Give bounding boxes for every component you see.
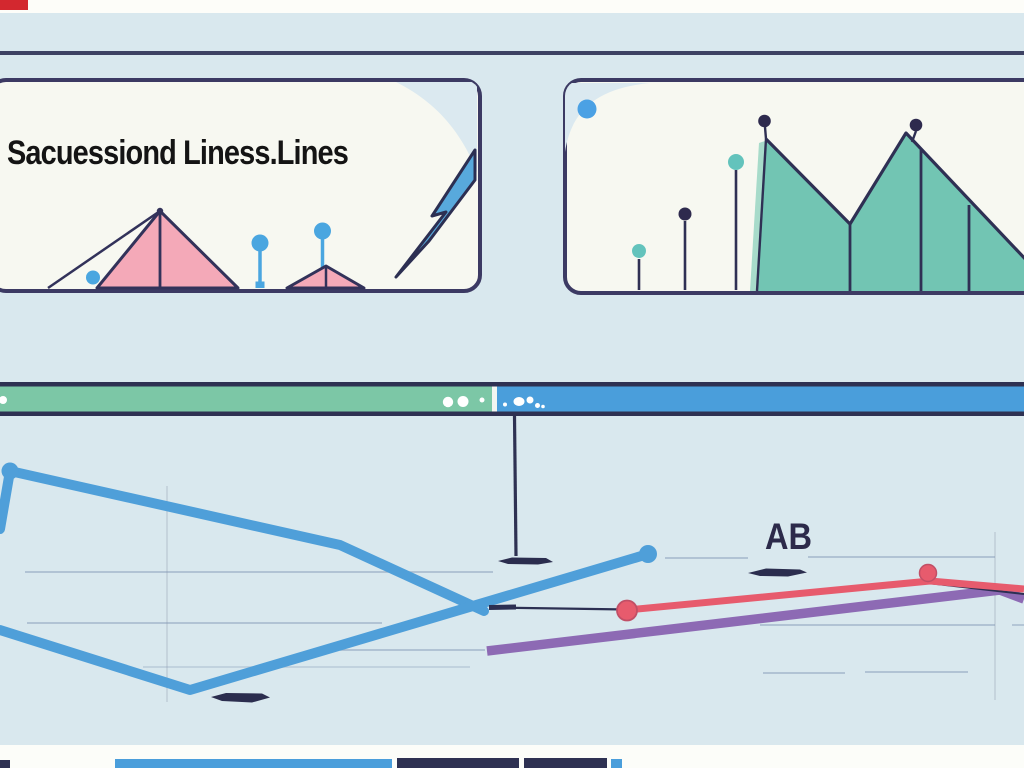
peak-dot-stem: [763, 126, 768, 140]
left-panel-corner-wedge: [396, 82, 477, 172]
teal-lollipop-dot: [728, 154, 744, 170]
red-series-dot: [616, 599, 638, 622]
bar-dot: [526, 396, 534, 404]
lollipop-dot: [251, 234, 269, 252]
red-series-dot: [918, 563, 938, 583]
blue-series-dot: [1, 462, 19, 480]
bar-dot: [442, 396, 454, 408]
bottom-bar-segment: [115, 759, 392, 768]
bottom-bar-segment: [397, 758, 519, 768]
bottom-bar-segment: [524, 758, 607, 768]
thin-outline-triangle-edge: [47, 209, 161, 290]
bar-drop-line: [512, 415, 518, 557]
bar-dot: [503, 402, 507, 407]
bar-dot: [479, 397, 485, 403]
bottom-bars: [0, 758, 622, 768]
red-accent-bar: [0, 0, 28, 10]
large-pink-triangle: [95, 209, 240, 290]
bar-dot: [541, 404, 545, 409]
progress-top-border: [0, 382, 1024, 387]
dropline-dash-marker: [498, 557, 553, 565]
area-outline: [764, 131, 1024, 266]
bottom-bar-segment: [611, 759, 622, 768]
blue-series-dot: [639, 545, 657, 563]
progress-bar: [0, 382, 1024, 416]
small-blue-dot: [86, 270, 100, 285]
area-left-edge-line: [755, 138, 768, 292]
triangle-apex-dot: [156, 207, 164, 215]
peak-navy-dot: [909, 118, 923, 132]
bar-dot: [513, 397, 525, 406]
navy-lollipop-dot: [678, 207, 692, 221]
top-white-band: [0, 0, 1024, 13]
top-horizontal-rule: [0, 51, 1024, 55]
thin-navy-line-cap: [488, 604, 517, 610]
ab-dash-marker: [748, 568, 807, 577]
bottom-line-chart: [0, 462, 1024, 703]
grid-lines: [25, 556, 1024, 674]
valley-dash-marker: [211, 693, 270, 703]
teal-area-chart: [757, 133, 1024, 291]
blue-line-series: [0, 466, 653, 695]
lightning-bolt-icon: [394, 148, 477, 279]
peak-dot-stem: [910, 130, 918, 143]
blue-dot: [577, 99, 597, 119]
bottom-bar-segment: [0, 760, 10, 768]
progress-green-segment: [0, 386, 492, 412]
peak-navy-dot: [758, 114, 771, 128]
lollipop-dot: [314, 222, 331, 240]
bar-dot: [535, 403, 540, 408]
left-panel-title: Sacuessiond Liness.Lines: [7, 134, 349, 172]
blue-segment: [0, 466, 15, 534]
lollipop-foot: [255, 281, 265, 288]
progress-bottom-border: [0, 411, 1024, 416]
blue-segment: [5, 466, 489, 616]
progress-divider: [492, 386, 497, 412]
bar-dot: [0, 396, 7, 404]
chart-ab-label: AB: [765, 516, 813, 557]
bar-dot: [457, 396, 469, 407]
teal-lollipop-dot: [632, 244, 646, 258]
progress-blue-segment: [497, 386, 1024, 412]
blue-segment: [0, 549, 653, 695]
